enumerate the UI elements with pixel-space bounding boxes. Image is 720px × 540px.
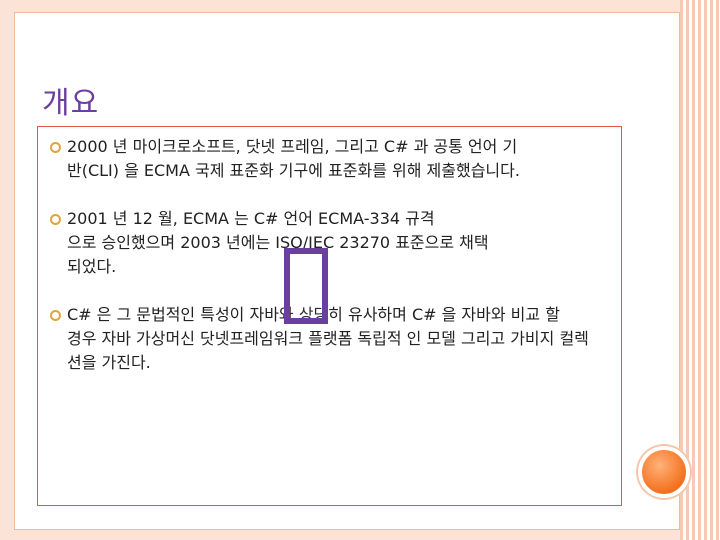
- bullet-line: 으로 승인했으며 2003 년에는 ISO/IEC 23270 표준으로 채택: [67, 233, 489, 252]
- bullet-list: 2000 년 마이크로소프트, 닷넷 프레임, 그리고 C# 과 공통 언어 기…: [50, 135, 610, 399]
- bullet-line: 2000 년 마이크로소프트, 닷넷 프레임, 그리고 C# 과 공통 언어 기: [67, 137, 518, 156]
- slide-frame-top: [0, 0, 720, 12]
- slide-frame-stripes: [680, 0, 720, 540]
- bullet-line: 2001 년 12 월, ECMA 는 C# 언어 ECMA-334 규격: [67, 209, 435, 228]
- bullet-item: 2000 년 마이크로소프트, 닷넷 프레임, 그리고 C# 과 공통 언어 기…: [50, 135, 610, 183]
- bullet-line: 션을 가진다.: [67, 353, 151, 372]
- bullet-line: 되었다.: [67, 257, 117, 276]
- bullet-line: 반(CLI) 을 ECMA 국제 표준화 기구에 표준화를 위해 제출했습니다.: [67, 161, 520, 180]
- missing-glyph-icon: [284, 248, 328, 324]
- ring-bullet-icon: [50, 310, 61, 321]
- slide-title: 개요: [42, 86, 100, 121]
- bullet-item: 2001 년 12 월, ECMA 는 C# 언어 ECMA-334 규격 으로…: [50, 207, 610, 279]
- bullet-line: 경우 자바 가상머신 닷넷프레임워크 플랫폼 독립적 인 모델 그리고 가비지 …: [67, 329, 589, 348]
- bullet-line: C# 은 그 문법적인 특성이 자바와 상당히 유사하며 C# 을 자바와 비교…: [67, 305, 560, 324]
- slide-frame-left: [0, 0, 14, 540]
- ring-bullet-icon: [50, 142, 61, 153]
- ring-bullet-icon: [50, 214, 61, 225]
- bullet-item: C# 은 그 문법적인 특성이 자바와 상당히 유사하며 C# 을 자바와 비교…: [50, 303, 610, 375]
- slide-frame-bottom: [0, 530, 720, 540]
- content-box: 2000 년 마이크로소프트, 닷넷 프레임, 그리고 C# 과 공통 언어 기…: [37, 126, 622, 506]
- orange-circle-icon: [642, 450, 686, 494]
- slide-frame-border: [14, 12, 680, 530]
